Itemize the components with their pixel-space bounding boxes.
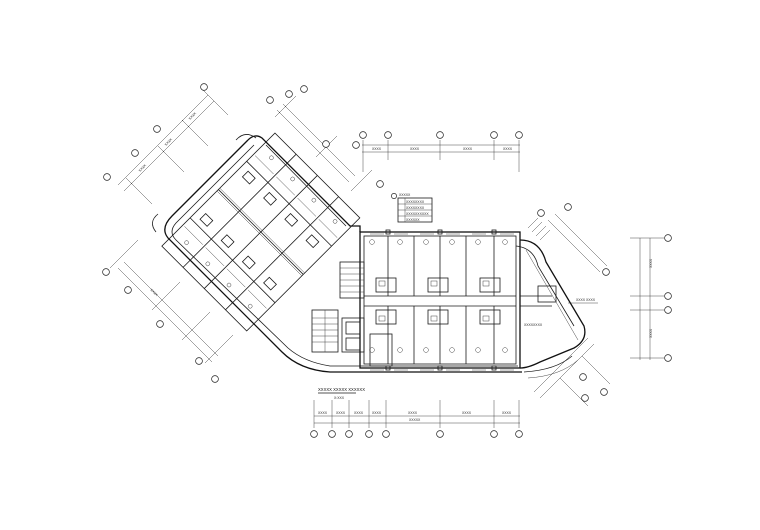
- grid-bubble: [600, 388, 608, 396]
- bottom-dim-label: XXXX: [462, 411, 472, 415]
- grid-bubble: [300, 85, 308, 93]
- plan-caption-group: XXXXX XXXXX XXXXXX X:XXX: [318, 387, 365, 400]
- grid-bubble: [195, 357, 203, 365]
- left-dim-label: XXXX: [149, 288, 159, 298]
- upper-wing-cross-grid: [266, 85, 384, 192]
- stair-core: [311, 261, 393, 367]
- south-curved-wall: [523, 355, 579, 379]
- grid-bubble: [664, 306, 672, 314]
- right-dim-label: XXXX: [649, 328, 653, 338]
- bottom-total-label: XXXXX: [409, 418, 421, 422]
- grid-bubble: [310, 430, 318, 438]
- right-dimension-chain: XXXX XXXX: [630, 234, 672, 362]
- grid-bubble: [490, 430, 498, 438]
- legend-box: XXXXX XXXXXXXX XXXXXXXX XXXXXXXXXX XXXXX…: [391, 193, 433, 223]
- grid-bubble: [200, 83, 208, 91]
- grid-bubble: [581, 394, 589, 402]
- grid-bubble: [515, 131, 523, 139]
- legend-row: XXXXXXXX: [406, 206, 425, 210]
- grid-bubble: [156, 320, 164, 328]
- grid-bubble: [124, 286, 132, 294]
- grid-bubble: [664, 234, 672, 242]
- grid-bubble: [579, 373, 587, 381]
- left-dim-label: XXXX: [138, 163, 148, 173]
- grid-bubble: [102, 268, 110, 276]
- grid-bubble: [664, 354, 672, 362]
- bottom-dim-label: XXXX: [336, 411, 346, 415]
- grid-bubble: [436, 430, 444, 438]
- grid-bubble: [131, 149, 139, 157]
- grid-bubble: [382, 430, 390, 438]
- east-block-rooms: [364, 229, 516, 371]
- top-dim-label: XXXX: [410, 147, 420, 151]
- grid-bubble: [490, 131, 498, 139]
- top-dimension-chain: XXXX XXXX XXXX XXXX: [359, 131, 523, 172]
- grid-bubble: [384, 131, 392, 139]
- bottom-dim-label: XXXX: [408, 411, 418, 415]
- top-grid-ticks: [362, 140, 520, 172]
- left-dim-label: XXXX: [188, 111, 198, 121]
- scale-note: X:XXX: [334, 396, 345, 400]
- grid-bubble: [266, 96, 274, 104]
- east-wing-note: XXXX XXXX: [576, 298, 596, 302]
- right-dim-label: XXXX: [649, 258, 653, 268]
- grid-bubble: [322, 140, 330, 148]
- upper-wing-rooms: [161, 132, 361, 332]
- corridor-note: XXXXXXXX: [524, 323, 543, 327]
- top-dim-label: XXXX: [503, 147, 513, 151]
- bottom-dim-label: XXXX: [502, 411, 512, 415]
- grid-bubble: [153, 125, 161, 133]
- legend-heading: XXXXX: [399, 193, 411, 197]
- legend-bubble: [391, 193, 397, 199]
- legend-row: XXXXXX: [406, 218, 420, 222]
- grid-bubble: [537, 209, 545, 217]
- top-dim-label: XXXX: [372, 147, 382, 151]
- grid-bubble: [285, 90, 293, 98]
- grid-bubble: [345, 430, 353, 438]
- lower-wing-diagonal-grid: XXXX: [102, 239, 234, 383]
- left-dim-label: XXXX: [164, 137, 174, 147]
- east-extension-interior: XXXXXXXX: [520, 217, 579, 341]
- grid-bubble: [602, 268, 610, 276]
- grid-bubble: [515, 430, 523, 438]
- grid-bubble: [211, 375, 219, 383]
- building-outline: [152, 134, 586, 373]
- grid-bubble: [564, 203, 572, 211]
- grid-bubble: [359, 131, 367, 139]
- grid-bubble: [664, 292, 672, 300]
- grid-bubble: [352, 141, 360, 149]
- upper-wing-diagonal-grid: XXXX XXXX XXXX: [103, 83, 229, 205]
- bottom-dim-label: XXXX: [372, 411, 382, 415]
- top-dim-label: XXXX: [463, 147, 473, 151]
- grid-bubble: [376, 180, 384, 188]
- grid-bubble: [328, 430, 336, 438]
- legend-row: XXXXXXXXXX: [406, 212, 429, 216]
- grid-bubble: [365, 430, 373, 438]
- legend-row: XXXXXXXX: [406, 200, 425, 204]
- bottom-dim-label: XXXX: [354, 411, 364, 415]
- lower-right-diagonal-grid: XXXX XXXX: [533, 203, 611, 407]
- grid-bubble: [103, 173, 111, 181]
- plan-caption: XXXXX XXXXX XXXXXX: [318, 387, 365, 392]
- bottom-dimension-chain: XXXX XXXX XXXX XXXX XXXX XXXX XXXX XXXXX: [310, 400, 523, 438]
- grid-bubble: [436, 131, 444, 139]
- bottom-dim-label: XXXX: [318, 411, 328, 415]
